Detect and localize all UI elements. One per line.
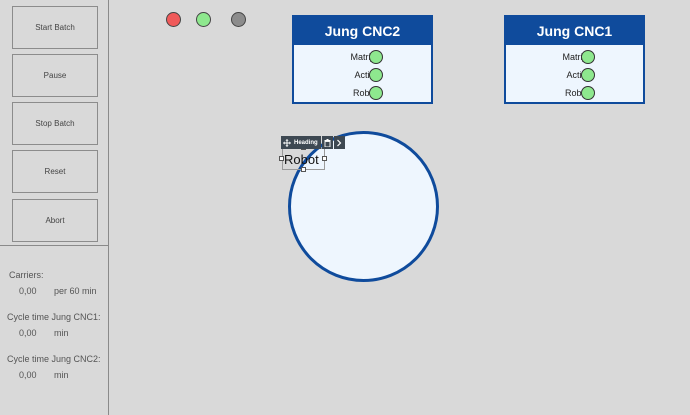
status-light-green (196, 12, 211, 27)
cnc2-matrijs-row: Matrijs (290, 49, 431, 67)
cnc2-actief-label: Actief (354, 70, 377, 80)
cnc1-actief-indicator (581, 68, 595, 82)
cnc1-matrijs-label: Matrijs (562, 52, 590, 62)
cnc2-actief-indicator (369, 68, 383, 82)
pause-button[interactable]: Pause (12, 54, 98, 97)
control-sidebar: Start Batch Pause Stop Batch Reset Abort… (0, 0, 109, 415)
robot-circle-shape[interactable] (288, 131, 439, 282)
chevron-right-icon (337, 139, 342, 146)
cnc2-matrijs-label: Matrijs (350, 52, 378, 62)
widget-type-label: Heading (294, 139, 318, 146)
jung-cnc1-panel: Jung CNC1 Matrijs Actief Robot (504, 15, 645, 104)
batch-controls: Start Batch Pause Stop Batch Reset Abort (0, 0, 108, 246)
cycle-cnc2-value: 0,00 (19, 370, 37, 380)
carriers-value: 0,00 (19, 286, 37, 296)
heading-text[interactable]: Robot (284, 152, 319, 167)
cnc2-robot-label: Robot (352, 88, 377, 98)
cycle-cnc1-unit: min (54, 328, 69, 338)
cnc2-matrijs-indicator (369, 50, 383, 64)
move-icon (283, 138, 291, 147)
carriers-unit: per 60 min (54, 286, 97, 296)
resize-handle-left[interactable] (279, 156, 284, 161)
stop-batch-button[interactable]: Stop Batch (12, 102, 98, 145)
reset-button[interactable]: Reset (12, 150, 98, 193)
cycle-cnc1-label: Cycle time Jung CNC1: (7, 312, 101, 322)
next-widget-button[interactable] (333, 136, 345, 149)
cnc1-actief-row: Actief (502, 67, 643, 85)
status-light-red (166, 12, 181, 27)
widget-toolbar: Heading (281, 136, 345, 149)
status-light-gray (231, 12, 246, 27)
cnc1-robot-indicator (581, 86, 595, 100)
cnc1-robot-row: Robot (502, 85, 643, 103)
cnc2-robot-indicator (369, 86, 383, 100)
cnc1-matrijs-row: Matrijs (502, 49, 643, 67)
cycle-cnc2-label: Cycle time Jung CNC2: (7, 354, 101, 364)
start-batch-button[interactable]: Start Batch (12, 6, 98, 49)
cnc1-matrijs-indicator (581, 50, 595, 64)
cnc2-robot-row: Robot (290, 85, 431, 103)
resize-handle-right[interactable] (322, 156, 327, 161)
jung-cnc1-title: Jung CNC1 (506, 17, 643, 45)
delete-widget-button[interactable] (321, 136, 333, 149)
jung-cnc2-title: Jung CNC2 (294, 17, 431, 45)
cnc1-actief-label: Actief (566, 70, 589, 80)
move-widget-button[interactable]: Heading (281, 136, 321, 149)
cycle-cnc2-unit: min (54, 370, 69, 380)
jung-cnc2-panel: Jung CNC2 Matrijs Actief Robot (292, 15, 433, 104)
resize-handle-bottom[interactable] (301, 167, 306, 172)
cycle-cnc1-value: 0,00 (19, 328, 37, 338)
cnc2-actief-row: Actief (290, 67, 431, 85)
cnc1-robot-label: Robot (564, 88, 589, 98)
trash-icon (324, 138, 331, 147)
carriers-label: Carriers: (9, 270, 44, 280)
abort-button[interactable]: Abort (12, 199, 98, 242)
